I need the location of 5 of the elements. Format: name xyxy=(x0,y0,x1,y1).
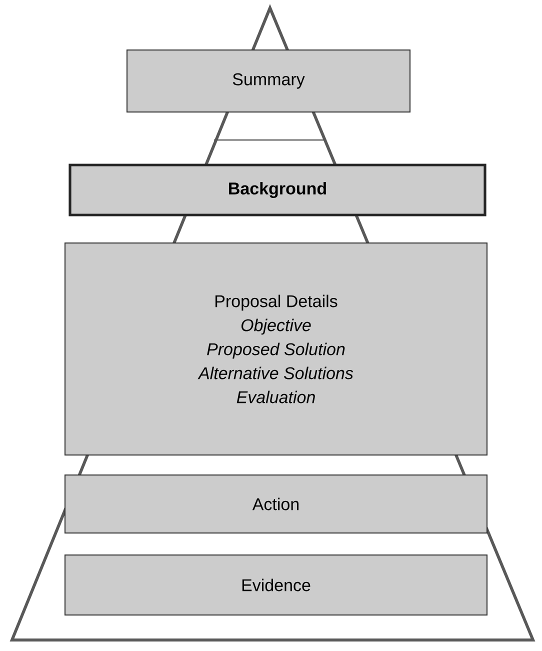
section-box: Summary xyxy=(126,50,410,112)
section-box: Evidence xyxy=(64,554,488,616)
section-box: Proposal Details Objective Proposed Solution Alternative Solutions Evaluation xyxy=(64,242,488,456)
section-box: Action xyxy=(64,474,488,534)
section-box: Background xyxy=(68,164,486,216)
